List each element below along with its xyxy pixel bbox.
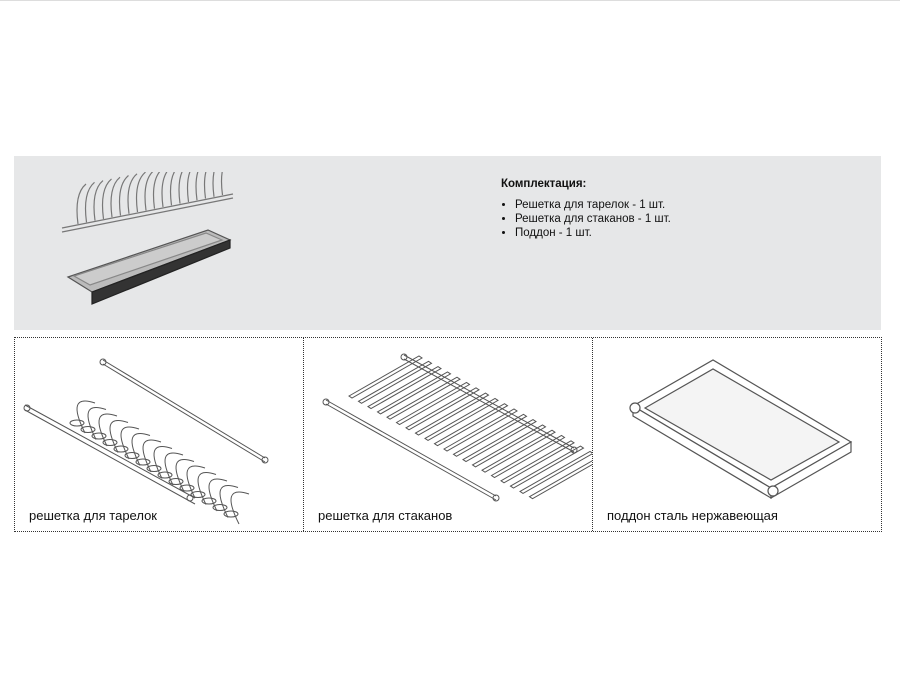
plate-wire (219, 485, 239, 518)
kit-item: Решетка для стаканов - 1 шт. (515, 212, 671, 226)
part-glass-rack: решетка для стаканов (304, 338, 593, 531)
plate-slot (91, 432, 107, 440)
plate-wire (109, 420, 129, 453)
plate-slot (113, 445, 129, 453)
glass-bar (481, 429, 556, 473)
plate-wire (153, 446, 173, 479)
glass-bar (376, 371, 452, 415)
rack-wire (152, 172, 161, 209)
part-caption: поддон сталь нержавеющая (607, 508, 778, 523)
glass-bar (386, 376, 461, 420)
glass-bar (490, 434, 566, 479)
plate-slot (223, 510, 239, 518)
glass-bar (452, 413, 528, 457)
dish-rack-assembly-image (61, 172, 234, 305)
rack-wire (186, 172, 191, 202)
plate-wire (87, 407, 107, 440)
plate-slot (146, 465, 162, 472)
plate-slot (69, 419, 85, 427)
rack-wire (84, 181, 95, 223)
plate-wire (98, 413, 118, 447)
kit-title: Комплектация: (501, 178, 587, 190)
glass-bar (424, 397, 499, 441)
plate-wire (131, 433, 151, 466)
plate-wire (76, 400, 96, 434)
plate-wire (120, 426, 140, 460)
rack-wire (212, 172, 215, 197)
glass-bar (348, 355, 423, 399)
rack-wire (93, 180, 104, 221)
glass-bar (471, 424, 547, 468)
rack-wire (169, 172, 175, 206)
plate-wire (164, 452, 184, 486)
glass-bar (509, 445, 585, 489)
part-caption: решетка для тарелок (29, 508, 157, 523)
rack-wire (220, 172, 224, 196)
rack-wire (178, 172, 183, 204)
rack-wire (195, 172, 199, 201)
glass-bar (443, 408, 518, 452)
rack-wire (144, 172, 154, 211)
glass-bar (519, 450, 592, 494)
rack-wire (76, 183, 87, 225)
plate-slot (212, 504, 228, 511)
plate-slot (80, 426, 96, 433)
rack-wire (101, 178, 112, 219)
rack-wire (118, 175, 129, 216)
rack-wire (135, 172, 146, 213)
plate-slot (102, 439, 118, 446)
glass-bar (500, 440, 575, 484)
part-caption: решетка для стаканов (318, 508, 453, 523)
glass-rack-image (322, 353, 592, 502)
plate-slot (168, 478, 184, 485)
plate-slot (157, 471, 173, 479)
rack-wire (110, 176, 121, 218)
tray-image (629, 359, 853, 500)
rack-wire (203, 172, 207, 199)
kit-item: Поддон - 1 шт. (515, 226, 671, 240)
plate-wire (142, 439, 162, 473)
kit-item: Решетка для тарелок - 1 шт. (515, 198, 671, 212)
glass-bar (395, 381, 471, 426)
kit-contents: Комплектация: Решетка для тарелок - 1 шт… (501, 178, 671, 240)
kit-panel (14, 156, 881, 330)
rack-wire (127, 173, 138, 214)
plate-slot (179, 484, 195, 492)
rack-wire (161, 172, 168, 208)
top-divider (0, 0, 900, 1)
plate-wire (208, 478, 228, 512)
glass-bar (528, 460, 592, 500)
glass-bar (414, 392, 490, 436)
glass-bar (367, 366, 442, 410)
part-tray: поддон сталь нержавеющая (593, 338, 881, 531)
plate-wire (175, 459, 195, 492)
part-plate-rack: решетка для тарелок (15, 338, 304, 531)
plate-rack-image (23, 358, 269, 525)
plate-wire (230, 491, 250, 525)
glass-bar (433, 403, 509, 447)
plate-slot (135, 458, 151, 466)
plate-slot (190, 491, 206, 498)
plate-wire (197, 472, 217, 505)
glass-bar (405, 387, 480, 431)
plate-slot (201, 497, 217, 505)
glass-bar (462, 419, 537, 463)
parts-row: решетка для тарелок решетка для стаканов… (14, 337, 882, 532)
glass-bar (357, 360, 433, 404)
plate-slot (124, 452, 140, 459)
plate-wire (186, 465, 206, 499)
